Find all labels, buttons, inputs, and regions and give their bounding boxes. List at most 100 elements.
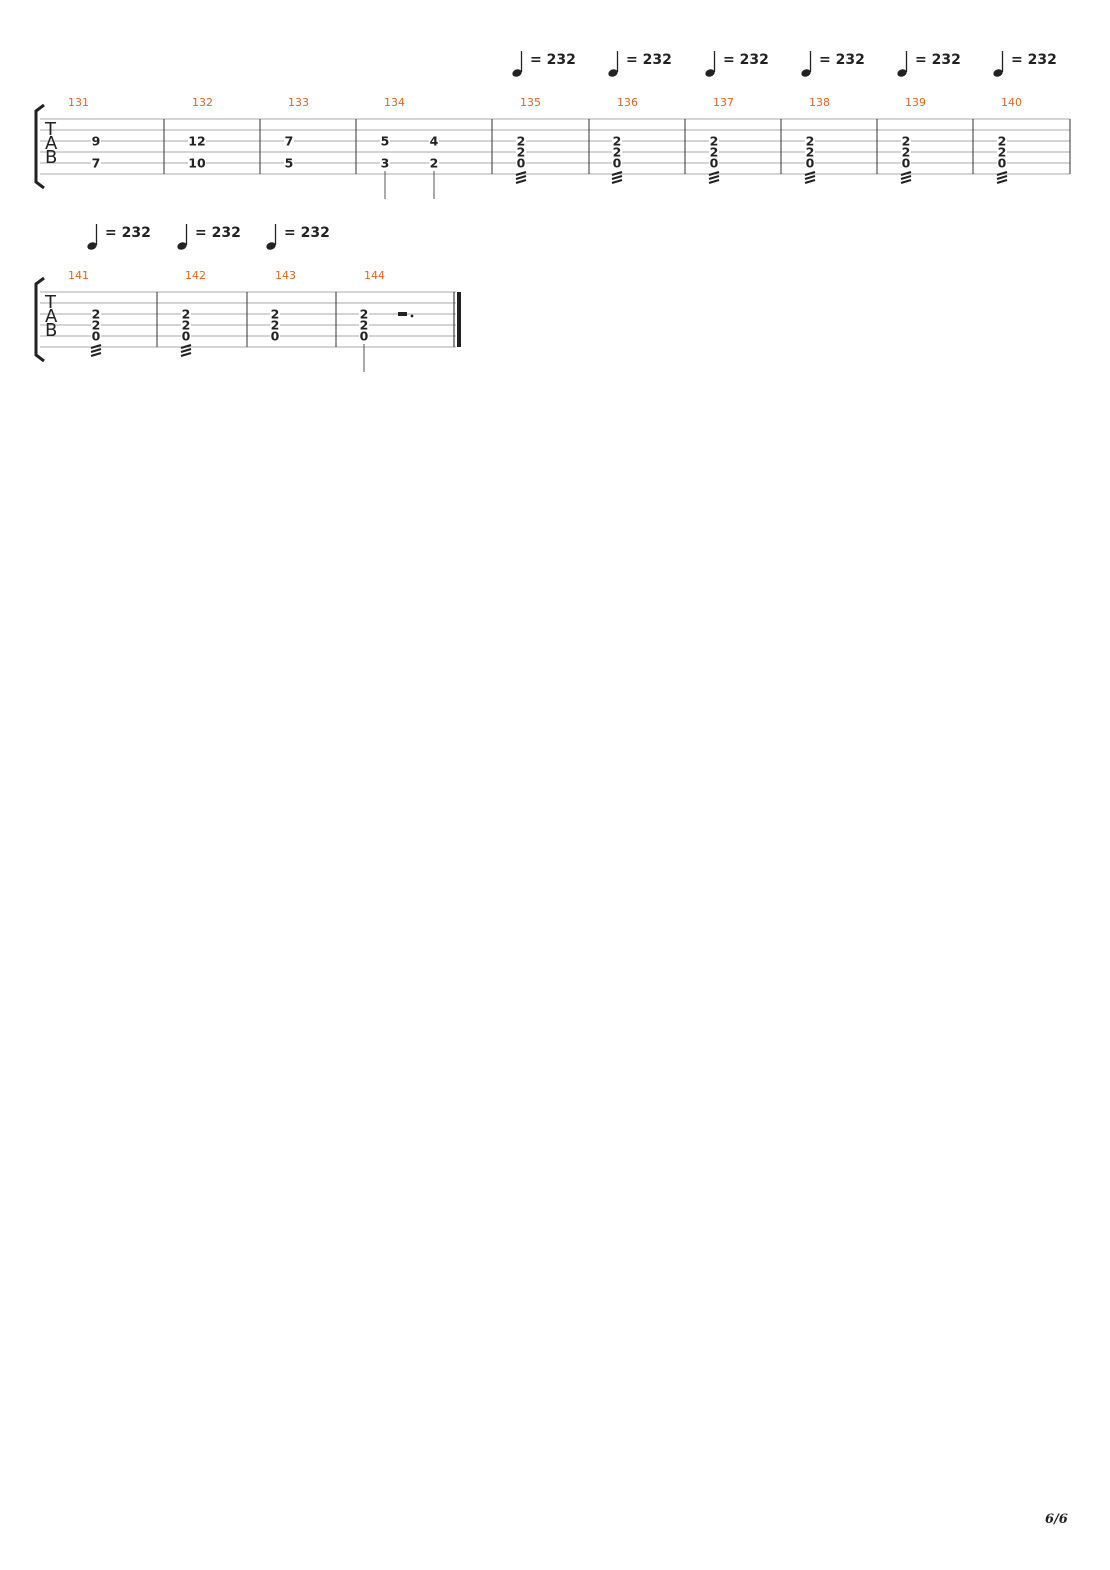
- fret-bg: [270, 309, 280, 319]
- tempo-value: = 232: [284, 225, 330, 241]
- fret-number: 2: [806, 134, 815, 149]
- tempo-marking: = 232: [897, 51, 961, 77]
- fret-bg: [380, 158, 390, 168]
- fret-number: 2: [998, 134, 1007, 149]
- fret-bg: [805, 136, 815, 146]
- fret-number: 2: [92, 307, 101, 322]
- fret-bg: [516, 147, 526, 157]
- fret-number: 7: [285, 134, 294, 149]
- tremolo-slash: [90, 343, 102, 350]
- fret-bg: [612, 158, 622, 168]
- fret-bg: [359, 309, 369, 319]
- fret-number: 5: [381, 134, 390, 149]
- bar-number: 143: [275, 269, 296, 282]
- fret-number: 2: [806, 145, 815, 160]
- quarter-note-icon: [608, 69, 618, 77]
- tremolo-slash: [996, 174, 1008, 181]
- fret-number: 2: [710, 134, 719, 149]
- rest-dot: [410, 314, 414, 318]
- tempo-value: = 232: [723, 52, 769, 68]
- tremolo-slash: [996, 170, 1008, 177]
- fret-bg: [901, 136, 911, 146]
- fret-number: 2: [613, 134, 622, 149]
- fret-number: 2: [998, 145, 1007, 160]
- fret-bg: [181, 309, 191, 319]
- fret-bg: [91, 320, 101, 330]
- tempo-value: = 232: [819, 52, 865, 68]
- fret-number: 2: [92, 318, 101, 333]
- fret-number: 0: [271, 329, 280, 344]
- fret-bg: [91, 136, 101, 146]
- tremolo-slash: [804, 174, 816, 181]
- fret-number: 2: [271, 318, 280, 333]
- fret-number: 3: [381, 156, 390, 171]
- fret-bg: [91, 158, 101, 168]
- fret-bg: [612, 147, 622, 157]
- quarter-note-icon: [705, 69, 715, 77]
- tremolo-slash: [611, 170, 623, 177]
- fret-number: 2: [902, 134, 911, 149]
- system-bracket: [34, 276, 45, 363]
- fret-bg: [901, 147, 911, 157]
- fret-number: 2: [517, 145, 526, 160]
- tempo-value: = 232: [915, 52, 961, 68]
- tremolo-slash: [708, 174, 720, 181]
- fret-number: 0: [998, 156, 1007, 171]
- half-rest-icon: [398, 312, 407, 316]
- fret-number: 5: [285, 156, 294, 171]
- tremolo-slash: [900, 170, 912, 177]
- final-barline: [457, 292, 461, 347]
- quarter-note-icon: [801, 69, 811, 77]
- quarter-note-icon: [993, 69, 1003, 77]
- bar-number: 144: [364, 269, 385, 282]
- tempo-value: = 232: [195, 225, 241, 241]
- fret-bg: [91, 331, 101, 341]
- fret-bg: [997, 147, 1007, 157]
- tempo-value: = 232: [530, 52, 576, 68]
- bar-number: 135: [520, 96, 541, 109]
- tremolo-slash: [611, 178, 623, 185]
- bar-number: 138: [809, 96, 830, 109]
- tab-clef-letter: B: [45, 147, 57, 168]
- fret-bg: [284, 158, 294, 168]
- tremolo-slash: [180, 347, 192, 354]
- tremolo-slash: [804, 170, 816, 177]
- fret-number: 0: [92, 329, 101, 344]
- page-number: 6/6: [1045, 1512, 1068, 1527]
- fret-bg: [709, 158, 719, 168]
- tab-clef-letter: T: [44, 292, 57, 313]
- fret-number: 12: [188, 134, 205, 149]
- tremolo-slash: [180, 351, 192, 358]
- fret-bg: [709, 136, 719, 146]
- bar-number: 142: [185, 269, 206, 282]
- quarter-note-icon: [177, 242, 187, 250]
- fret-bg: [997, 158, 1007, 168]
- tempo-marking: = 232: [512, 51, 576, 77]
- tremolo-slash: [900, 178, 912, 185]
- quarter-note-icon: [266, 242, 276, 250]
- fret-number: 2: [710, 145, 719, 160]
- bar-number: 137: [713, 96, 734, 109]
- fret-bg: [188, 136, 206, 146]
- tremolo-slash: [900, 174, 912, 181]
- fret-bg: [429, 136, 439, 146]
- fret-number: 2: [430, 156, 439, 171]
- bar-number: 136: [617, 96, 638, 109]
- fret-bg: [997, 136, 1007, 146]
- tab-clef-letter: T: [44, 119, 57, 140]
- system-bracket: [34, 103, 45, 190]
- fret-bg: [805, 158, 815, 168]
- fret-number: 0: [902, 156, 911, 171]
- tempo-marking: = 232: [177, 224, 241, 250]
- bar-number: 132: [192, 96, 213, 109]
- fret-bg: [516, 158, 526, 168]
- tempo-value: = 232: [1011, 52, 1057, 68]
- tremolo-slash: [804, 178, 816, 185]
- tremolo-slash: [515, 170, 527, 177]
- tremolo-slash: [996, 178, 1008, 185]
- fret-number: 2: [182, 307, 191, 322]
- fret-bg: [612, 136, 622, 146]
- bar-number: 131: [68, 96, 89, 109]
- fret-number: 2: [360, 307, 369, 322]
